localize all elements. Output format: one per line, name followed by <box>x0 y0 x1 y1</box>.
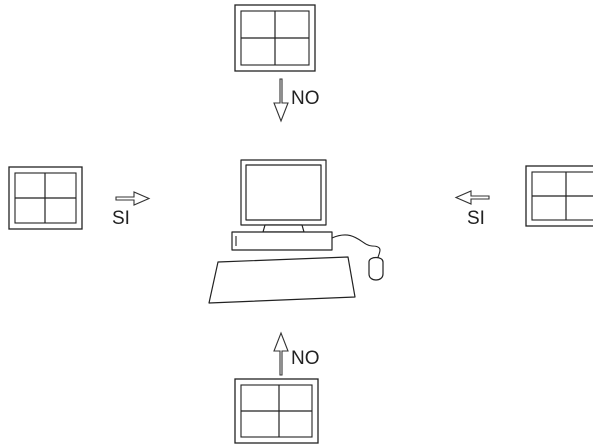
system-unit-icon <box>231 231 333 251</box>
arrow-up-icon <box>273 331 289 376</box>
computer-icon <box>208 159 384 304</box>
keyboard-icon <box>208 256 356 304</box>
label-top: NO <box>291 88 320 109</box>
arrow-left-icon <box>454 190 490 205</box>
monitor-icon <box>240 159 327 233</box>
arrow-down-icon <box>273 78 289 123</box>
window-top <box>234 4 316 72</box>
label-left: SI <box>112 208 130 229</box>
window-bottom <box>234 378 319 444</box>
arrow-right-icon <box>115 191 151 206</box>
window-right <box>525 165 593 227</box>
mouse-icon <box>331 234 384 281</box>
label-right: SI <box>467 208 485 229</box>
label-bottom: NO <box>291 348 320 369</box>
window-left <box>8 166 83 230</box>
